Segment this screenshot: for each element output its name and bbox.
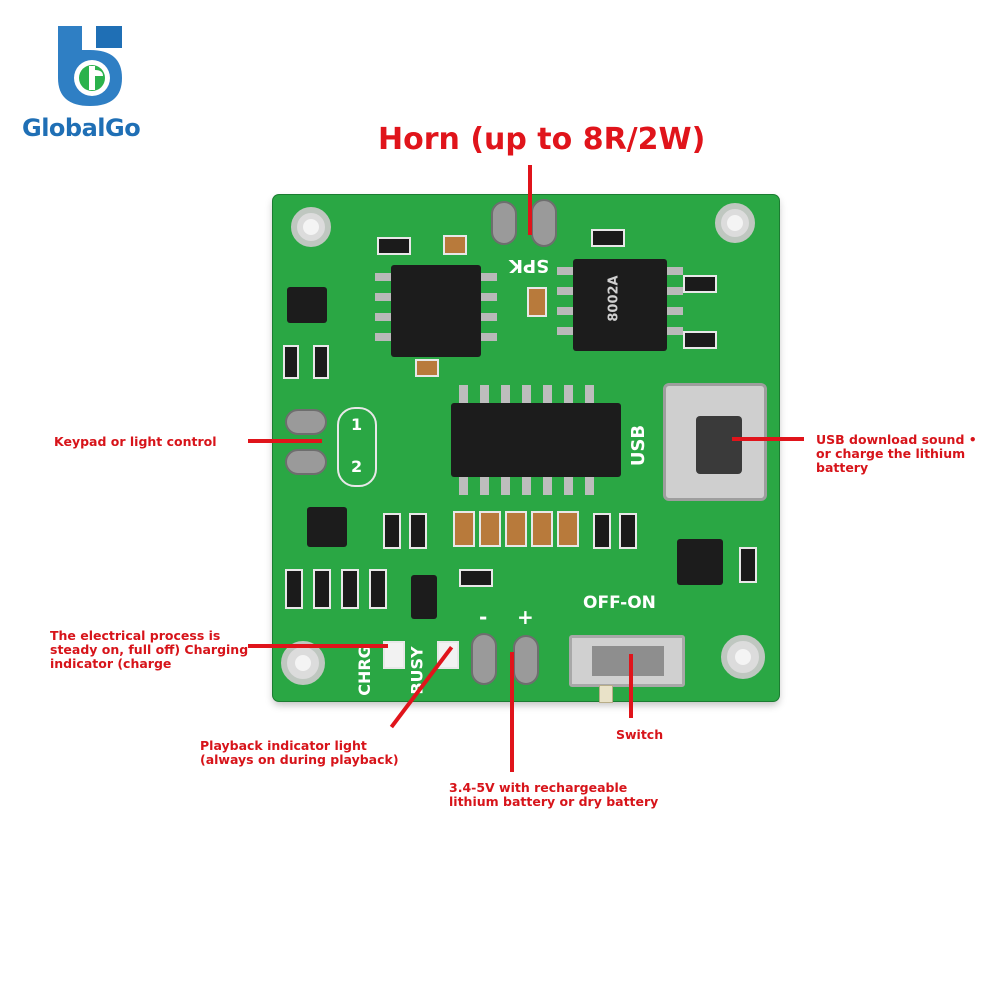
chip-right [573, 259, 667, 351]
usb-connector [663, 383, 767, 501]
chip-pin [557, 267, 573, 275]
speaker-pad-2 [531, 199, 557, 247]
smd-capacitor [531, 511, 553, 547]
chip-pin [557, 327, 573, 335]
power-label-line1: 3.4-5V with rechargeable [449, 780, 628, 795]
smd-resistor [313, 569, 331, 609]
usb-label-line2: or charge the lithium [816, 446, 966, 461]
charge-label-line3: indicator (charge [50, 656, 172, 671]
smd-resistor [683, 331, 717, 349]
keypad-pad-outline [337, 407, 377, 487]
mounting-hole-tl [291, 207, 331, 247]
smd-resistor [285, 569, 303, 609]
chip-pin [375, 273, 391, 281]
smd-resistor [619, 513, 637, 549]
chip-pin [481, 273, 497, 281]
usb-pointer-line [732, 437, 804, 441]
charge-label-line2: steady on, full off) Charging [50, 642, 249, 657]
chip-pin [667, 307, 683, 315]
transistor [287, 287, 327, 323]
smd-resistor [377, 237, 411, 255]
smd-capacitor [479, 511, 501, 547]
smd-capacitor [557, 511, 579, 547]
smd-resistor [383, 513, 401, 549]
brand-name: GlobalGo [22, 114, 141, 142]
chip-pin [375, 333, 391, 341]
smd-capacitor [527, 287, 547, 317]
smd-resistor [369, 569, 387, 609]
chip-right-marking: 8002A [606, 275, 622, 322]
power-pad-plus [513, 635, 539, 685]
switch-label: Switch [616, 727, 664, 742]
charge-label-line1: The electrical process is [50, 628, 221, 643]
playback-label-line2: (always on during playback) [200, 752, 399, 767]
playback-indicator-label: Playback indicator light (always on duri… [200, 739, 399, 767]
keypad-pointer-line [248, 439, 322, 443]
chip-pin [557, 307, 573, 315]
smd-capacitor [415, 359, 439, 377]
horn-pointer-line [528, 165, 532, 235]
chip-pin [375, 293, 391, 301]
chip-pin [375, 313, 391, 321]
smd-resistor [341, 569, 359, 609]
horn-title: Horn (up to 8R/2W) [378, 122, 706, 157]
chip-pin [667, 287, 683, 295]
smd-capacitor [505, 511, 527, 547]
smd-resistor [313, 345, 329, 379]
minus-label: - [479, 605, 488, 629]
smd-resistor [591, 229, 625, 247]
smd-resistor [459, 569, 493, 587]
chrg-led [383, 641, 405, 669]
smd-resistor [593, 513, 611, 549]
keypad-pad-2 [285, 449, 327, 475]
pad-1-label: 1 [351, 415, 363, 434]
usb-label-text: USB download sound • or charge the lithi… [816, 433, 977, 475]
switch-knob[interactable] [599, 685, 613, 703]
smd-capacitor [453, 511, 475, 547]
chrg-label: CHRG [354, 645, 374, 696]
chip-pin [481, 333, 497, 341]
charge-indicator-label: The electrical process is steady on, ful… [50, 629, 248, 671]
chip-pin [481, 293, 497, 301]
chip-pin [557, 287, 573, 295]
spk-label: SPK [509, 255, 550, 276]
power-pad-minus [471, 633, 497, 685]
switch-pointer-line [629, 654, 633, 718]
speaker-pad-1 [491, 201, 517, 245]
chip-main [451, 403, 621, 477]
power-supply-label: 3.4-5V with rechargeable lithium battery… [449, 781, 658, 809]
chip-left [391, 265, 481, 357]
power-pointer-line [510, 652, 514, 772]
smd-capacitor [443, 235, 467, 255]
transistor [307, 507, 347, 547]
usb-label-line1: USB download sound • [816, 432, 977, 447]
pcb-board: SPK 8002A USB 1 2 Y2 [273, 195, 779, 703]
mounting-hole-br [721, 635, 765, 679]
globalgo-logo [40, 18, 140, 113]
keypad-label: Keypad or light control [54, 434, 217, 449]
plus-label: + [517, 605, 534, 629]
smd-resistor [283, 345, 299, 379]
chip-pin [667, 267, 683, 275]
playback-label-line1: Playback indicator light [200, 738, 367, 753]
smd-resistor [409, 513, 427, 549]
keypad-pad-1 [285, 409, 327, 435]
smd-resistor [683, 275, 717, 293]
off-on-label: OFF-ON [583, 593, 656, 613]
power-switch[interactable] [569, 635, 685, 687]
usb-label: USB [628, 424, 650, 467]
charge-pointer-line [248, 644, 388, 648]
pad-2-label: 2 [351, 457, 363, 476]
mounting-hole-tr [715, 203, 755, 243]
chip-main-pins-bottom [459, 477, 605, 495]
chip-pin [481, 313, 497, 321]
usb-label-line3: battery [816, 460, 869, 475]
transistor [677, 539, 723, 585]
transistor [411, 575, 437, 619]
power-label-line2: lithium battery or dry battery [449, 794, 659, 809]
chip-pin [667, 327, 683, 335]
chip-main-pins-top [459, 385, 605, 403]
logo-mark-icon [58, 26, 122, 106]
smd-resistor [739, 547, 757, 583]
